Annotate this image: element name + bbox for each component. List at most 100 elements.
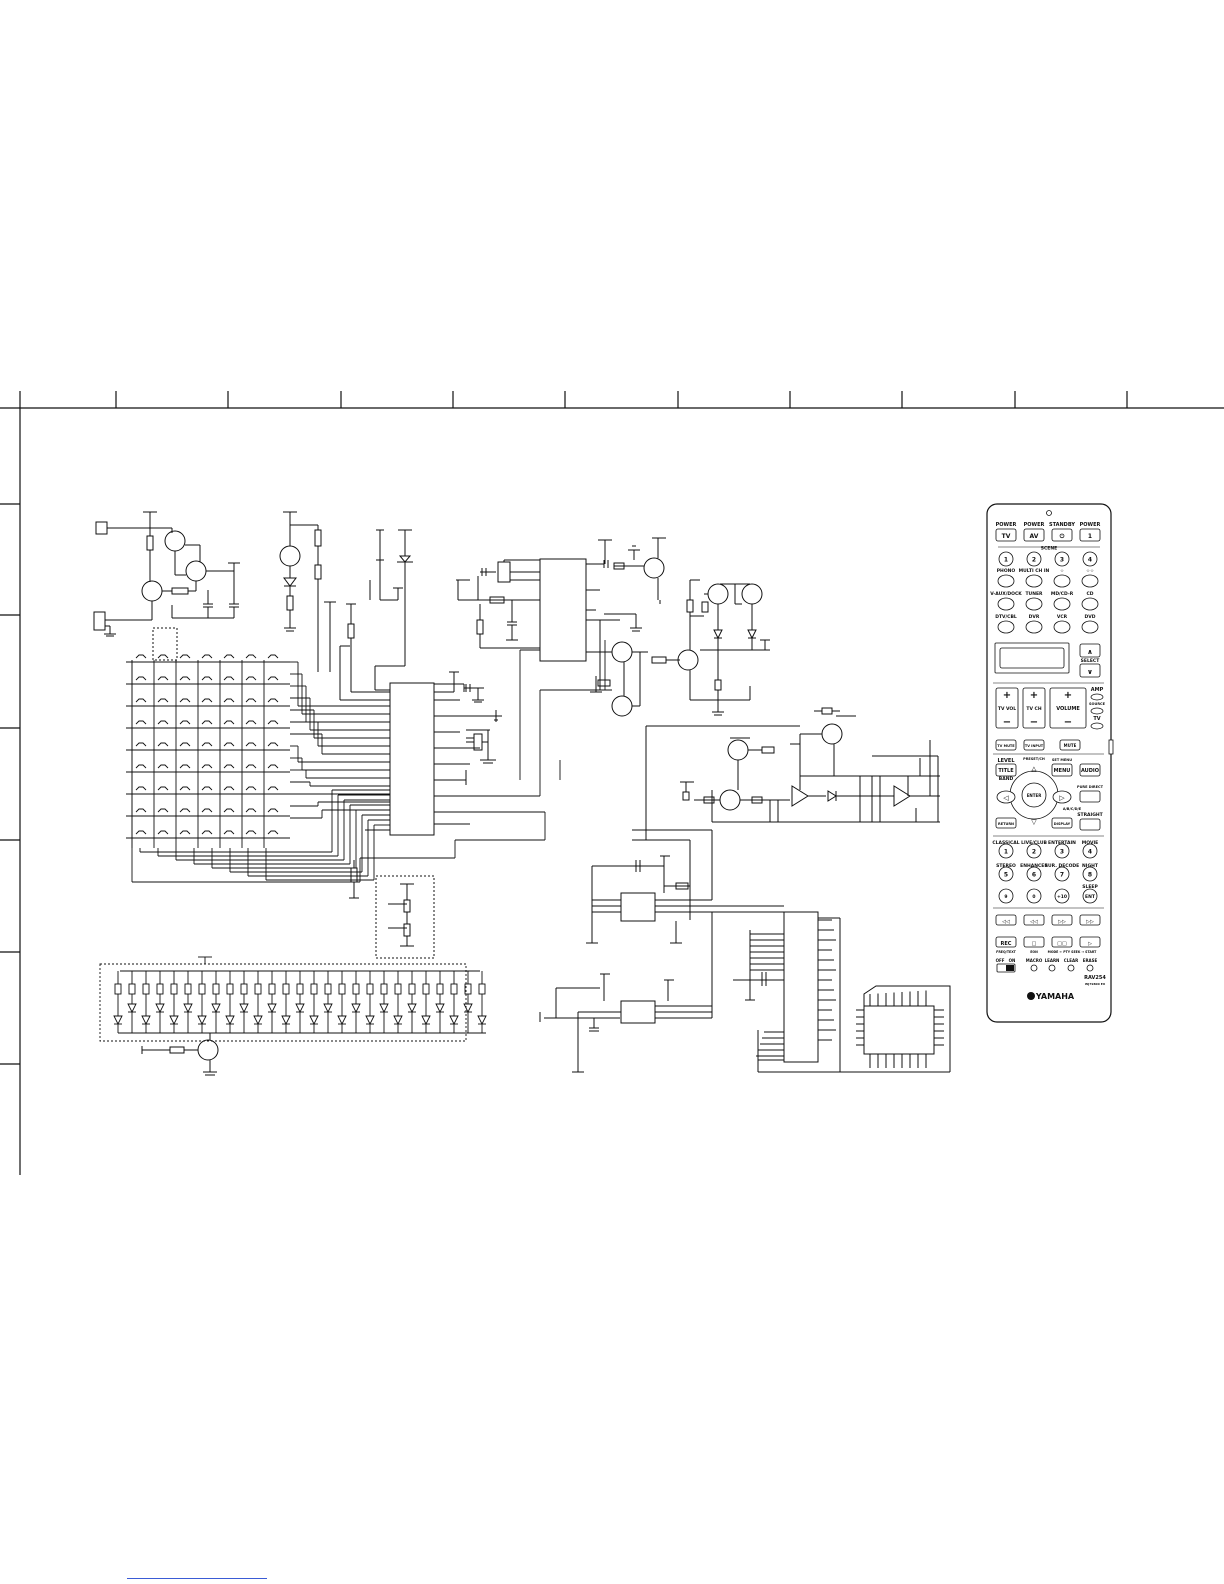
- mute-label: MUTE: [1064, 743, 1077, 748]
- power-key-label: 1: [1088, 533, 1092, 540]
- power-key-label: AV: [1030, 533, 1039, 540]
- matrix-key: [223, 676, 235, 681]
- matrix-key: [267, 808, 279, 813]
- input-label: PHONO: [997, 568, 1016, 574]
- matrix-key: [157, 698, 169, 703]
- scene-key-label: 4: [1088, 557, 1092, 564]
- lcd-screen: [999, 647, 1065, 669]
- matrix-key: [157, 720, 169, 725]
- title-button: [995, 763, 1017, 777]
- matrix-key: [267, 676, 279, 681]
- set-menu-label: SET MENU: [1052, 758, 1072, 762]
- return-label: RETURN: [998, 822, 1014, 826]
- led-resistor: [394, 983, 402, 995]
- number-button: [998, 866, 1014, 882]
- led-icon: [169, 1015, 179, 1026]
- dpad-up-icon: △: [1031, 765, 1037, 773]
- pure-direct-button: [1079, 790, 1101, 803]
- matrix-key: [179, 742, 191, 747]
- mode-indicator-icon: [1086, 964, 1094, 972]
- input-label: ☆: [1060, 568, 1064, 574]
- led-icon: [295, 1003, 305, 1014]
- transport-icon: ◁◁: [1002, 919, 1010, 925]
- matrix-key: [267, 720, 279, 725]
- record-icon: REC: [1001, 941, 1012, 947]
- matrix-key: [179, 830, 191, 835]
- side-switch: [1108, 739, 1114, 755]
- level-label: LEVEL: [997, 758, 1015, 764]
- power-label: POWER: [1024, 522, 1045, 528]
- led-resistor: [464, 983, 472, 995]
- matrix-key: [135, 654, 147, 659]
- led-resistor: [338, 983, 346, 995]
- number-button: [1082, 888, 1098, 904]
- dpad-down-icon: ▽: [1031, 818, 1037, 826]
- matrix-key: [135, 720, 147, 725]
- select-down-button: [1079, 663, 1101, 678]
- tv-input-button: [1023, 739, 1045, 751]
- matrix-key: [157, 830, 169, 835]
- input-label: ☆☆: [1086, 568, 1094, 574]
- transport-icon: ▷▷: [1086, 919, 1094, 925]
- bottom-label: CLEAR: [1064, 958, 1078, 963]
- matrix-key: [135, 676, 147, 681]
- power-button: [995, 528, 1017, 542]
- matrix-key: [245, 698, 257, 703]
- led-icon: [393, 1015, 403, 1026]
- number-button: [1054, 888, 1070, 904]
- transport-button: [1051, 914, 1073, 926]
- matrix-key: [179, 720, 191, 725]
- straight-button: [1079, 818, 1101, 831]
- ab-label: A/B/C/D/E: [1063, 807, 1082, 811]
- brand-logo-icon: [1027, 992, 1035, 1000]
- led-icon: [309, 1015, 319, 1026]
- led-resistor: [352, 983, 360, 995]
- brand-name: YAMAHA: [1035, 992, 1075, 1001]
- power-button: [1023, 528, 1045, 542]
- power-label: POWER: [1080, 522, 1101, 528]
- led-resistor: [184, 983, 192, 995]
- memory-ic: [539, 829, 784, 1073]
- power-button: [1079, 528, 1101, 542]
- lcd-driver-ic: [733, 911, 951, 1073]
- scene-button: [1082, 551, 1098, 567]
- input-label: DVD: [1085, 614, 1096, 620]
- model-label: RAV254: [1084, 975, 1106, 981]
- display-label: DISPLAY: [1054, 822, 1071, 826]
- matrix-key: [223, 654, 235, 659]
- mode-label: STEREO: [996, 863, 1016, 869]
- led-icon: [435, 1003, 445, 1014]
- led-icon: [351, 1003, 361, 1014]
- matrix-key: [179, 698, 191, 703]
- mode-indicator-icon: [1048, 964, 1056, 972]
- record-sub-label: MODE ← PTY SEEK → START: [1048, 950, 1098, 954]
- matrix-key: [135, 698, 147, 703]
- matrix-key: [245, 786, 257, 791]
- number-key-label: 4: [1088, 849, 1092, 856]
- minus-icon: −: [1064, 717, 1072, 728]
- dpad-left-icon: ◁: [1003, 794, 1009, 802]
- matrix-key: [135, 742, 147, 747]
- mode-indicator-icon: [1030, 964, 1038, 972]
- power-label: POWER: [996, 522, 1017, 528]
- led-icon: [183, 1003, 193, 1014]
- footer-rule: [127, 1578, 267, 1579]
- number-key-label: 1: [1004, 849, 1008, 856]
- led-resistor: [324, 983, 332, 995]
- input-button: [1025, 574, 1043, 588]
- mode-label: CLASSICAL: [992, 840, 1019, 846]
- ir-window-icon: [1046, 510, 1052, 516]
- number-button: [1054, 843, 1070, 859]
- amp-button: [1090, 693, 1104, 701]
- source-button: [1090, 707, 1104, 715]
- main-mcu: [324, 529, 545, 899]
- matrix-key: [223, 698, 235, 703]
- audio-label: AUDIO: [1081, 768, 1099, 774]
- sheet-frame: [0, 391, 1224, 1175]
- volume-label: VOLUME: [1056, 706, 1080, 712]
- led-icon: [323, 1003, 333, 1014]
- tv-mute-label: TV MUTE: [997, 744, 1015, 748]
- matrix-key: [157, 786, 169, 791]
- input-button: [997, 620, 1015, 634]
- tv-button: [1090, 722, 1104, 730]
